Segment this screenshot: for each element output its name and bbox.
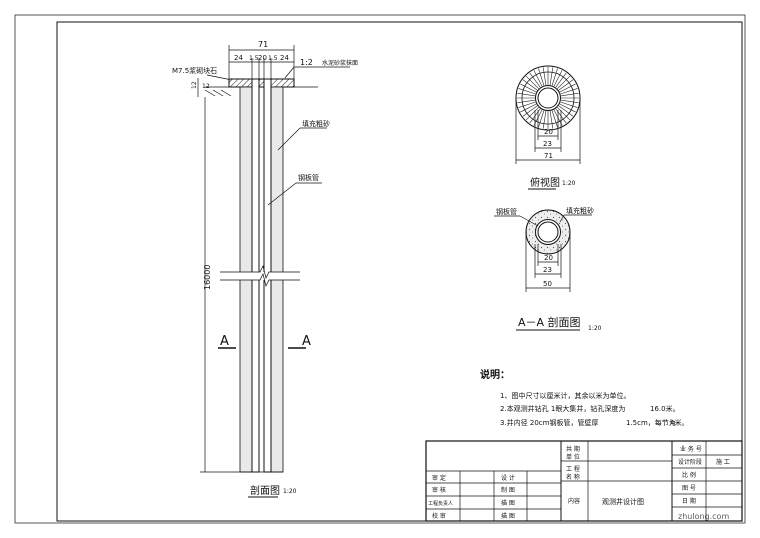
gravel-spoke xyxy=(559,83,576,93)
gravel-spoke xyxy=(559,103,576,113)
dim-depth: 16000 xyxy=(203,265,212,290)
note-1: 1、图中尺寸以厘米计，其余以米为单位。 xyxy=(500,391,630,400)
note-3: 3.井内径 20cm钢板管，管壁厚 xyxy=(500,418,598,427)
section-view-scale: 1:20 xyxy=(283,488,297,495)
gravel-spoke xyxy=(542,110,547,129)
title-block: 审 定 设 计 审 核 制 图 工程负责人 描 图 校 审 描 图 共 期 单 … xyxy=(425,440,743,522)
label-ratio: 1:2 xyxy=(300,58,313,67)
gravel-spoke xyxy=(551,110,558,128)
tb-role-3: 工程负责人 xyxy=(428,500,453,507)
tb-project-1: 共 期 xyxy=(566,445,580,453)
gravel-spoke xyxy=(522,105,538,117)
gravel-spoke xyxy=(555,72,567,88)
aa-dim-mid: 23 xyxy=(543,266,552,274)
label-fill-sand: 填充粗砂 xyxy=(302,119,330,128)
tb-right-label-4: 图 号 xyxy=(682,485,696,492)
gravel-spoke xyxy=(556,106,571,121)
gravel-spoke xyxy=(542,67,547,86)
gravel-spoke xyxy=(558,79,574,91)
dim-part-5: 24 xyxy=(280,54,289,62)
gravel-spoke xyxy=(538,68,545,86)
dim-part-2: 1.5 xyxy=(249,55,259,62)
watermark-text: zhulong.com xyxy=(678,512,729,521)
gravel-spoke xyxy=(518,88,536,95)
tb-project-2: 单 位 xyxy=(566,453,580,461)
tb-role2-1: 设 计 xyxy=(501,474,515,482)
notes-heading: 说明： xyxy=(480,368,510,381)
sheet-outer-border xyxy=(14,14,746,524)
dim-top-2: 12 xyxy=(202,83,210,90)
dim-total-width: 71 xyxy=(258,40,268,49)
gravel-spoke xyxy=(551,68,558,86)
cut-mark-left: A xyxy=(220,334,229,349)
plan-dim-inner: 20 xyxy=(544,128,553,136)
dim-top-1: 12 xyxy=(191,81,198,89)
aa-section-scale: 1:20 xyxy=(588,325,602,332)
cut-mark-right: A xyxy=(302,334,311,349)
tb-right-label-5: 日 期 xyxy=(682,497,696,505)
note-2: 2.本观测井钻孔 1眼大集井，钻孔深度为 xyxy=(500,404,625,413)
sheet-inner-frame xyxy=(56,21,743,522)
tb-role2-2: 制 图 xyxy=(501,486,515,494)
label-mortar: 水泥砂浆抹面 xyxy=(322,59,358,67)
tb-role2-4: 描 图 xyxy=(501,512,515,520)
gravel-spoke xyxy=(560,88,578,95)
tb-role-1: 审 定 xyxy=(432,474,446,482)
gravel-spoke xyxy=(520,103,537,113)
gravel-spoke xyxy=(525,75,540,90)
tb-right-label-3: 比 例 xyxy=(682,471,696,479)
plan-view-scale: 1:20 xyxy=(562,180,576,187)
gravel-spoke xyxy=(518,101,536,108)
gravel-spoke xyxy=(549,67,554,86)
plan-dim-outer: 71 xyxy=(544,152,553,160)
aa-label-fill-sand: 填充粗砂 xyxy=(566,206,594,215)
gravel-spoke xyxy=(538,110,545,128)
gravel-spoke xyxy=(560,99,579,104)
gravel-spoke xyxy=(556,75,571,90)
note-3-value2: 4米。 xyxy=(670,418,688,427)
dim-part-4: 1.5 xyxy=(268,55,278,62)
tb-project-3: 工 程 xyxy=(566,465,580,473)
aa-dim-inner: 20 xyxy=(544,254,553,262)
aa-section-view: 钢板管 填充粗砂 20 23 50 A－A 剖面图 1:20 xyxy=(494,206,602,332)
tb-right-value-3: 施 工 xyxy=(716,458,730,466)
gravel-spoke xyxy=(517,99,536,104)
gravel-spoke xyxy=(517,92,536,97)
plan-view: 20 23 71 俯视图 1:20 xyxy=(515,65,581,190)
aa-dim-outer: 50 xyxy=(543,280,552,288)
dim-part-1: 24 xyxy=(234,54,243,62)
tb-content-label: 内容 xyxy=(568,497,580,505)
tb-role2-3: 描 图 xyxy=(501,499,515,507)
label-masonry: M7.5浆砌块石 xyxy=(172,66,217,75)
note-2-value: 16.0米。 xyxy=(650,404,680,413)
tb-role-4: 校 审 xyxy=(432,512,446,520)
aa-label-steel-pipe: 钢板管 xyxy=(496,207,517,216)
gravel-spoke xyxy=(553,70,563,87)
gravel-spoke xyxy=(520,83,537,93)
gravel-spoke xyxy=(533,70,543,87)
tb-right-label-1: 业 务 号 xyxy=(680,445,702,453)
gravel-spoke xyxy=(560,92,579,97)
plan-dim-mid: 23 xyxy=(543,140,552,148)
gravel-spoke xyxy=(549,110,554,129)
gravel-spoke xyxy=(522,79,538,91)
note-3-value: 1.5cm，每节为 xyxy=(626,418,676,427)
plan-view-title: 俯视图 xyxy=(530,176,560,189)
gravel-spoke xyxy=(529,72,541,88)
label-steel-pipe: 钢板管 xyxy=(298,173,319,182)
dim-part-3: 20 xyxy=(258,54,267,62)
notes-block: 说明： 1、图中尺寸以厘米计，其余以米为单位。 2.本观测井钻孔 1眼大集井，钻… xyxy=(480,368,688,427)
section-view-title: 剖面图 xyxy=(250,484,280,497)
gravel-spoke xyxy=(558,105,574,117)
tb-right-label-2: 设计阶段 xyxy=(678,458,702,466)
gravel-spoke xyxy=(560,101,578,108)
tb-role-2: 审 核 xyxy=(432,486,446,494)
aa-section-title: A－A 剖面图 xyxy=(518,315,581,329)
tb-project-4: 名 称 xyxy=(566,473,580,481)
tb-drawing-name: 观测井设计图 xyxy=(602,497,644,506)
gravel-spoke xyxy=(525,106,540,121)
section-view: 71 24 1.5 20 1.5 24 M7.5浆砌块石 1:2 水泥砂浆抹面 … xyxy=(172,40,358,498)
